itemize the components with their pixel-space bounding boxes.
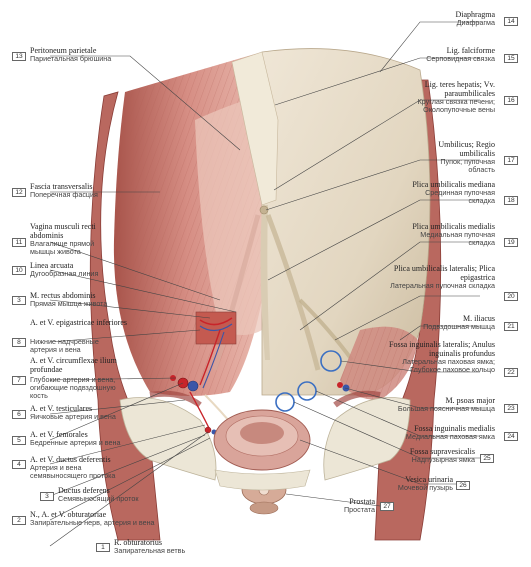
label-peritoneum-parietale: Peritoneum parietale Париетальная брюшин…: [30, 46, 111, 63]
label-number-12: 12: [12, 188, 26, 197]
label-number-13: 13: [12, 52, 26, 61]
label-umbilicus: Umbilicus; Regio umbilicalis Пупок; пупо…: [438, 140, 495, 175]
label-number-21: 21: [504, 322, 518, 331]
leader-lines-right: [265, 21, 480, 507]
label-number-27: 27: [380, 502, 394, 511]
femoral-vein: [187, 380, 199, 392]
label-epigastricae-inferiores-ru: Нижние надчревные артерия и вена: [30, 337, 99, 355]
label-diaphragma: Diaphragma Диафрагма: [455, 10, 495, 27]
label-vesica-urinaria: Vesica urinaria Мочевой пузырь: [397, 475, 453, 492]
supravesical-fossa-marker: [275, 392, 295, 412]
label-number-14: 14: [504, 17, 518, 26]
label-number-25: 25: [480, 454, 494, 463]
label-number-3b: 3: [12, 296, 26, 305]
label-testiculares: A. et V. testiculares Яичковые артерия и…: [30, 404, 116, 421]
median-umbilical-fold: [260, 205, 270, 360]
body-wall-cut-edge: [89, 91, 161, 541]
pelvic-bone-right: [323, 397, 411, 481]
label-number-8: 8: [12, 338, 26, 347]
label-prostata: Prostata Простата: [343, 497, 375, 514]
label-epigastricae-inferiores-la: A. et V. epigastricae inferiores: [30, 318, 128, 327]
label-number-6: 6: [12, 410, 26, 419]
rectus-sheath: [195, 96, 262, 335]
medial-umbilical-fold: [265, 214, 321, 371]
label-lig-falciforme: Lig. falciforme Серповидная связка: [426, 46, 495, 63]
label-number-19: 19: [504, 238, 518, 247]
label-r-obturatorius: R. obturatorius Запирательная ветвь: [114, 538, 186, 555]
label-number-22: 22: [504, 368, 518, 377]
label-number-2: 2: [12, 516, 26, 525]
label-number-4: 4: [12, 460, 26, 469]
label-m-iliacus: M. iliacus Подвздошная мышца: [423, 314, 495, 331]
label-number-5: 5: [12, 436, 26, 445]
umbilicus: [259, 205, 269, 215]
label-obturatoriae: N., A. et V. obturatoriae Запирательные …: [30, 510, 155, 527]
label-number-10: 10: [12, 266, 26, 275]
leader-lines-left: [49, 55, 241, 547]
pubic-symphysis: [214, 469, 311, 491]
pelvic-bone-left: [119, 397, 217, 481]
label-plica-lateralis: Plica umbilicalis lateralis; Plica epiga…: [390, 264, 495, 290]
label-number-17: 17: [504, 156, 518, 165]
label-la: Peritoneum parietale: [30, 46, 97, 55]
label-fossa-inguinalis-lateralis: Fossa inguinalis lateralis; Anulus ingui…: [389, 340, 495, 375]
label-fossa-supravesicalis: Fossa supravesicalis Надпузырная ямка: [409, 447, 475, 464]
label-number-18: 18: [504, 196, 518, 205]
label-psoas-major: M. psoas major Большая поясничная мышца: [397, 396, 495, 413]
lateral-umbilical-fold: [298, 298, 354, 362]
label-ductus-deferentis-vessels: A. et V. ductus deferentis Артерия и вен…: [30, 455, 116, 481]
label-circumflexae-la: A. et V. circumflexae ilium profundae: [30, 356, 117, 374]
label-number-11: 11: [12, 238, 26, 247]
label-number-20: 20: [504, 292, 518, 301]
obturator-vessels: [204, 426, 212, 434]
label-ru: Париетальная брюшина: [30, 54, 112, 63]
label-fascia-transversalis: Fascia transversalis Поперечная фасция: [30, 182, 98, 199]
label-number-1: 1: [96, 543, 110, 552]
label-number-23: 23: [504, 404, 518, 413]
label-number-7: 7: [12, 376, 26, 385]
falciform-ligament: [231, 51, 279, 206]
label-number-3: 3: [40, 492, 54, 501]
testicular-vessels-left: [189, 391, 211, 431]
label-number-26: 26: [456, 481, 470, 490]
label-linea-arcuata: Linea arcuata Дугообразная линия: [30, 261, 99, 278]
label-number-16: 16: [504, 96, 518, 105]
label-vagina-musculi-recti: Vagina musculi recti abdominis Влагалище…: [30, 222, 96, 257]
label-number-24: 24: [504, 432, 518, 441]
label-number-15: 15: [504, 54, 518, 63]
epigastric-vessels-left: [199, 329, 221, 386]
label-circumflexae-ru: Глубокие артерия и вена, огибающие подвз…: [30, 375, 116, 401]
label-plica-mediana: Plica umbilicalis mediana Срединная пупо…: [412, 180, 495, 206]
label-ductus-deferens: Ductus deferens Семявыносящий проток: [58, 486, 139, 503]
label-femorales: A. et V. femorales Бедренные артерия и в…: [30, 430, 121, 447]
label-lig-teres-hepatis: Lig. teres hepatis; Vv. paraumbilicales …: [417, 80, 495, 115]
label-plica-medialis: Plica umbilicalis medialis Медиальная пу…: [412, 222, 495, 248]
label-fossa-inguinalis-medialis: Fossa inguinalis medialis Медиальная пах…: [405, 424, 495, 441]
label-rectus-abdominis: M. rectus abdominis Прямая мышца живота: [30, 291, 108, 308]
